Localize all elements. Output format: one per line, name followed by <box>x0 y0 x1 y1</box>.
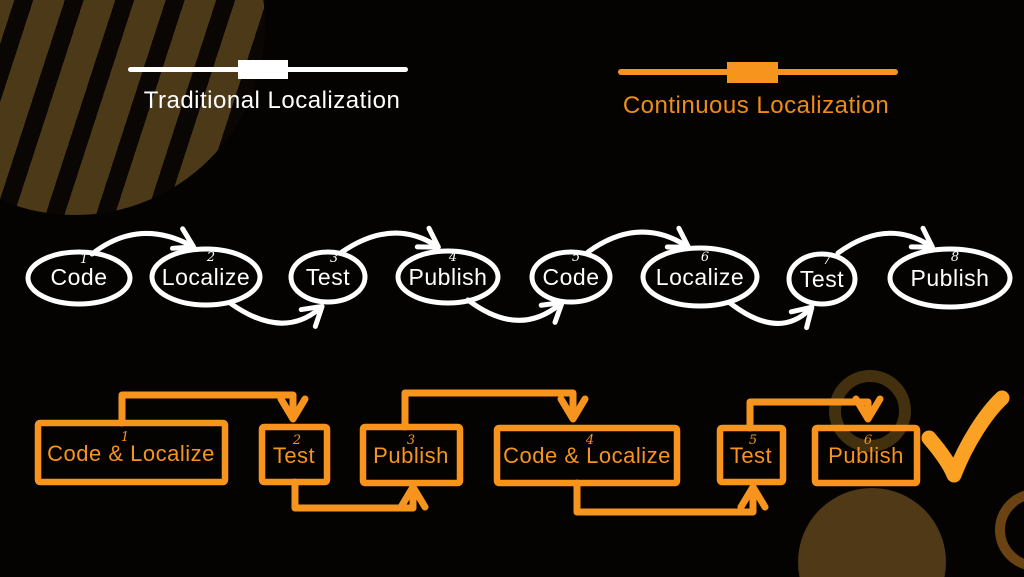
step-number: 8 <box>951 250 959 265</box>
step-ellipse <box>288 249 368 305</box>
step-number: 2 <box>292 433 301 448</box>
traditional-step-code-5: 5 Code <box>529 249 613 305</box>
step-label: Test <box>306 264 350 290</box>
step-label: Publish <box>911 265 990 291</box>
step-ellipse <box>395 248 501 306</box>
traditional-step-localize-6: 6 Localize <box>640 245 760 309</box>
step-number: 1 <box>121 430 129 445</box>
step-number: 3 <box>407 433 415 448</box>
connector-1-2 <box>118 391 309 427</box>
step-label: Publish <box>828 443 904 468</box>
step-label: Localize <box>656 264 744 290</box>
step-label: Code & Localize <box>47 441 215 466</box>
step-box <box>34 419 229 486</box>
step-number: 4 <box>585 433 594 448</box>
step-number: 6 <box>864 433 872 448</box>
step-number: 1 <box>80 252 88 267</box>
traditional-legend-node <box>238 60 288 79</box>
step-number: 5 <box>572 250 580 265</box>
step-ellipse <box>25 249 133 307</box>
step-label: Publish <box>409 264 488 290</box>
continuous-step-code-localize-4: 4 Code & Localize <box>493 424 681 487</box>
continuous-legend-node <box>727 62 778 83</box>
step-ellipse <box>887 246 1013 310</box>
checkmark-icon <box>921 390 1010 483</box>
connector-2-3 <box>291 478 429 512</box>
continuous-legend-label: Continuous Localization <box>622 92 890 119</box>
step-number: 3 <box>330 251 338 266</box>
step-ellipse <box>529 249 613 305</box>
step-box <box>359 423 464 487</box>
step-box <box>716 424 787 486</box>
arrow-1-2 <box>89 226 197 257</box>
arrow-6-7 <box>727 300 815 331</box>
arrow-2-3 <box>227 300 325 329</box>
connector-4-5 <box>573 479 769 516</box>
continuous-flow-diagram: 1 Code & Localize 2 Test 3 Publish 4 Cod… <box>34 389 1010 516</box>
step-ellipse <box>786 251 858 307</box>
step-label: Test <box>730 443 772 468</box>
traditional-step-publish-8: 8 Publish <box>887 246 1013 310</box>
traditional-step-test-3: 3 Test <box>288 249 368 305</box>
arrow-7-8 <box>835 225 935 256</box>
step-ellipse <box>640 245 760 309</box>
step-label: Localize <box>162 264 250 290</box>
step-number: 6 <box>701 250 709 265</box>
step-label: Test <box>800 266 844 292</box>
step-label: Publish <box>373 443 449 468</box>
step-number: 4 <box>448 250 457 265</box>
traditional-step-localize-2: 2 Localize <box>149 246 263 308</box>
traditional-step-code-1: 1 Code <box>25 249 133 307</box>
traditional-legend-label: Traditional Localization <box>143 87 401 114</box>
traditional-step-test-7: 7 Test <box>786 251 858 307</box>
connector-5-6 <box>746 395 884 432</box>
continuous-step-code-localize-1: 1 Code & Localize <box>34 419 229 486</box>
traditional-flow-diagram: 1 Code 2 Localize 3 Test 4 Publish 5 Cod… <box>25 225 1013 331</box>
continuous-step-publish-6: 6 Publish <box>811 424 921 487</box>
arrow-4-5 <box>465 297 565 325</box>
step-label: Test <box>273 443 315 468</box>
arrow-3-4 <box>339 225 441 255</box>
connector-3-4 <box>401 389 589 431</box>
step-box <box>811 424 921 487</box>
step-number: 5 <box>749 433 757 448</box>
step-label: Code <box>543 264 600 290</box>
step-label: Code & Localize <box>503 443 671 468</box>
traditional-step-publish-4: 4 Publish <box>395 248 501 306</box>
step-number: 7 <box>823 253 832 268</box>
arrow-5-6 <box>585 225 691 255</box>
step-label: Code <box>51 264 108 290</box>
step-number: 2 <box>206 250 215 265</box>
continuous-step-publish-3: 3 Publish <box>359 423 464 487</box>
step-ellipse <box>149 246 263 308</box>
step-box <box>493 424 681 487</box>
continuous-step-test-2: 2 Test <box>258 423 331 486</box>
continuous-step-test-5: 5 Test <box>716 424 787 486</box>
step-box <box>258 423 331 486</box>
